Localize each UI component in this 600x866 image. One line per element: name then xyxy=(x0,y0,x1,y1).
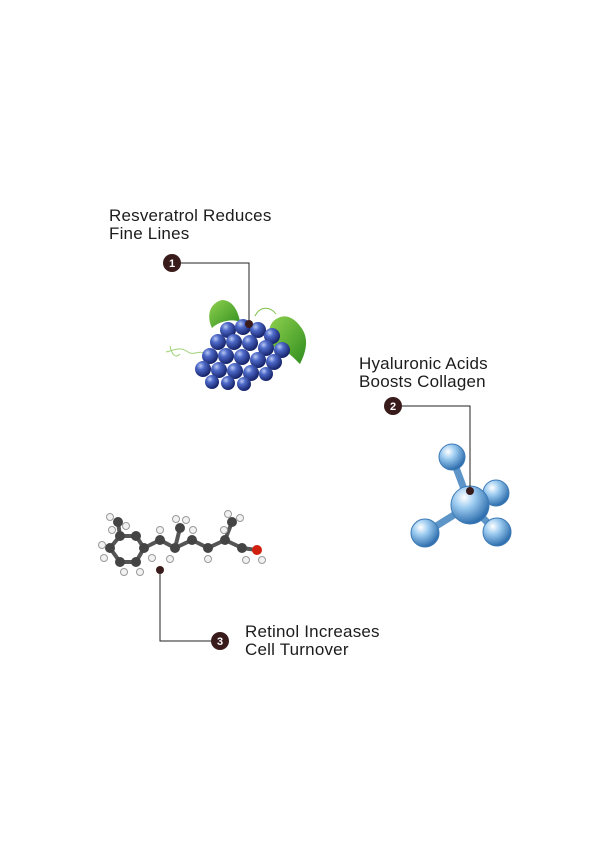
callout-2-text: Hyaluronic Acids Boosts Collagen xyxy=(359,355,488,391)
callout-3-line2: Cell Turnover xyxy=(245,640,349,659)
callout-1-text: Resveratrol Reduces Fine Lines xyxy=(109,207,272,243)
svg-text:1: 1 xyxy=(169,258,175,270)
callout-3-text: Retinol Increases Cell Turnover xyxy=(245,623,380,659)
grapes-illustration xyxy=(165,300,307,391)
callout-1-line2: Fine Lines xyxy=(109,224,190,243)
svg-text:3: 3 xyxy=(217,636,223,648)
callout-2-line2: Boosts Collagen xyxy=(359,372,486,391)
callout-badge-3: 3 xyxy=(211,632,229,650)
callout-anchor-dots xyxy=(156,320,474,574)
svg-text:2: 2 xyxy=(390,401,396,413)
retinol-molecule-illustration xyxy=(98,510,266,576)
callout-2-line1: Hyaluronic Acids xyxy=(359,354,488,373)
molecule-illustration xyxy=(410,443,512,548)
callout-connectors xyxy=(159,262,471,642)
callout-badge-1: 1 xyxy=(163,254,181,272)
callout-badge-2: 2 xyxy=(384,397,402,415)
callout-3-line1: Retinol Increases xyxy=(245,622,380,641)
callout-1-line1: Resveratrol Reduces xyxy=(109,206,272,225)
